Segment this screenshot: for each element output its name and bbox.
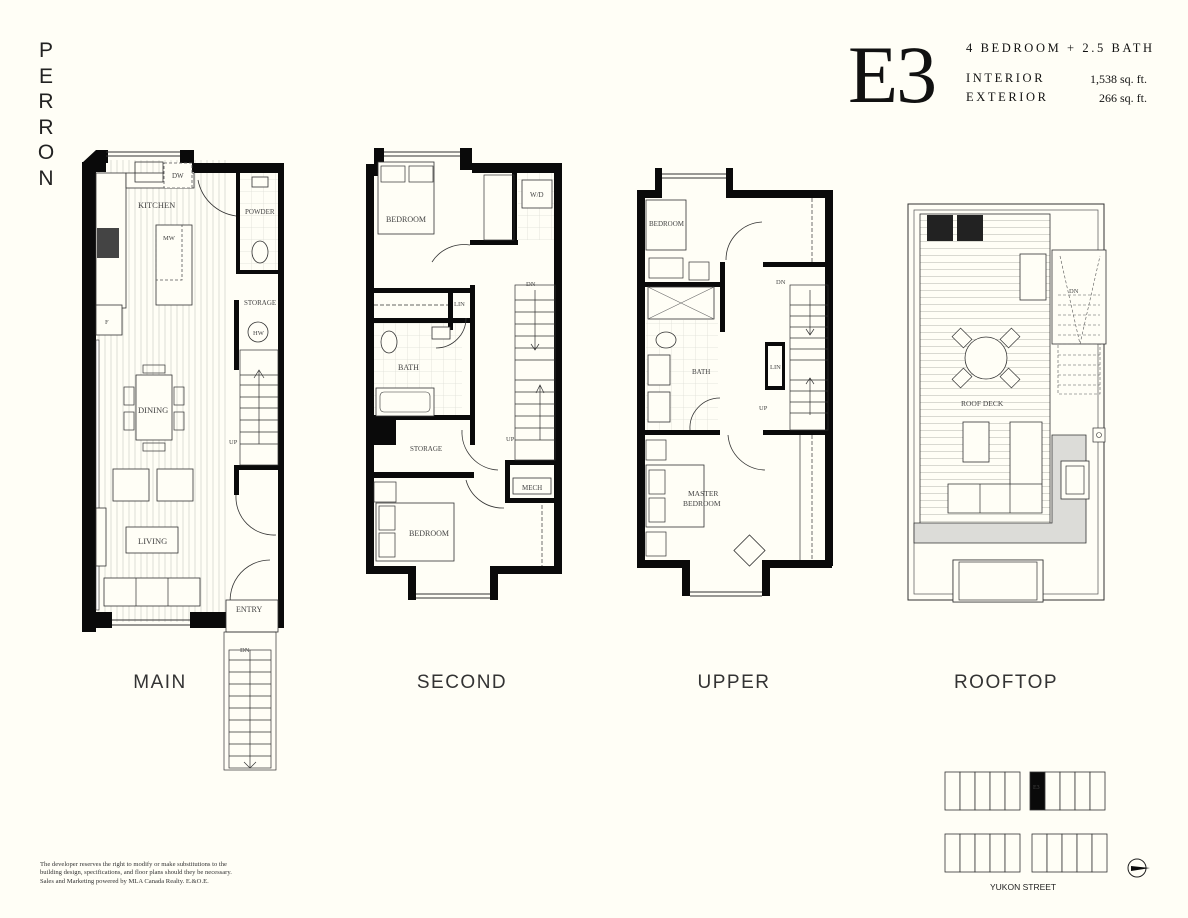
label-fridge: F: [105, 319, 109, 326]
label-storage-main: STORAGE: [244, 299, 276, 307]
label-wd: W/D: [530, 191, 544, 199]
street-label: YUKON STREET: [990, 882, 1057, 892]
label-master-2: BEDROOM: [683, 499, 721, 508]
exterior-value: 266 sq. ft.: [1099, 91, 1147, 105]
label-bath-2: BATH: [398, 363, 419, 372]
label-roof-deck: ROOF DECK: [961, 399, 1004, 408]
disclaimer-line: The developer reserves the right to modi…: [40, 861, 227, 868]
rooftop-plan: ROOF DECK DN: [907, 203, 1107, 603]
label-up-2: UP: [506, 436, 515, 443]
exterior-label: EXTERIOR: [966, 90, 1049, 104]
brand-wordmark: P E R R O N: [34, 38, 58, 191]
label-dn-roof: DN: [1069, 288, 1079, 295]
north-arrow-icon: [1127, 858, 1150, 878]
level-label-main: MAIN: [133, 672, 187, 693]
brand-letter: P: [38, 39, 53, 62]
brand-letter: R: [38, 90, 54, 113]
label-lin-upper: LIN: [770, 364, 781, 371]
label-dn-upper: DN: [776, 279, 786, 286]
label-mech: MECH: [522, 484, 542, 492]
level-label-rooftop: ROOFTOP: [953, 672, 1059, 693]
key-plan: E3: [944, 771, 1108, 873]
label-hw: HW: [253, 330, 265, 337]
label-bath-upper: BATH: [692, 368, 710, 376]
label-bedroom-2a: BEDROOM: [386, 215, 426, 224]
label-kitchen: KITCHEN: [138, 200, 175, 210]
level-label-upper: UPPER: [697, 672, 771, 693]
disclaimer-line: Sales and Marketing powered by MLA Canad…: [40, 877, 209, 885]
label-bedroom-2b: BEDROOM: [409, 529, 449, 538]
disclaimer-line: building design, specifications, and flo…: [40, 869, 232, 877]
label-powder: POWDER: [245, 208, 275, 216]
label-up-main: UP: [229, 439, 238, 446]
label-up-upper: UP: [759, 405, 768, 412]
label-dw: DW: [172, 172, 184, 180]
unit-bed-bath: 4 BEDROOM + 2.5 BATH: [966, 41, 1155, 55]
brand-letter: R: [38, 115, 54, 139]
label-dn-entry: DN: [240, 647, 250, 654]
label-living: LIVING: [138, 536, 167, 546]
label-dn-2: DN: [526, 281, 536, 288]
label-storage-2: STORAGE: [410, 445, 442, 453]
label-lin-2: LIN: [454, 301, 465, 308]
label-entry: ENTRY: [236, 605, 262, 614]
label-mw: MW: [163, 235, 176, 242]
interior-value: 1,538 sq. ft.: [1090, 72, 1147, 86]
disclaimer: The developer reserves the right to modi…: [40, 861, 280, 886]
brand-letter: E: [38, 64, 53, 88]
label-master-1: MASTER: [688, 489, 718, 498]
level-label-second: SECOND: [416, 672, 508, 693]
label-bedroom-upper: BEDROOM: [649, 220, 685, 228]
second-floor-plan: BEDROOM W/D LIN BATH STORAGE MECH BEDROO…: [366, 148, 562, 600]
keyplan-highlight-unit: [1029, 771, 1046, 811]
main-floor-plan: KITCHEN DW MW POWDER STORAGE HW F DINING…: [82, 150, 284, 771]
upper-floor-plan: BEDROOM BATH LIN MASTER BEDROOM DN UP: [637, 168, 833, 597]
keyplan-unit-code: E3: [1033, 785, 1040, 791]
unit-code: E3: [848, 29, 937, 120]
label-dining: DINING: [138, 405, 168, 415]
brand-letter: N: [38, 166, 54, 190]
brand-letter: O: [37, 141, 55, 164]
interior-label: INTERIOR: [966, 71, 1046, 85]
